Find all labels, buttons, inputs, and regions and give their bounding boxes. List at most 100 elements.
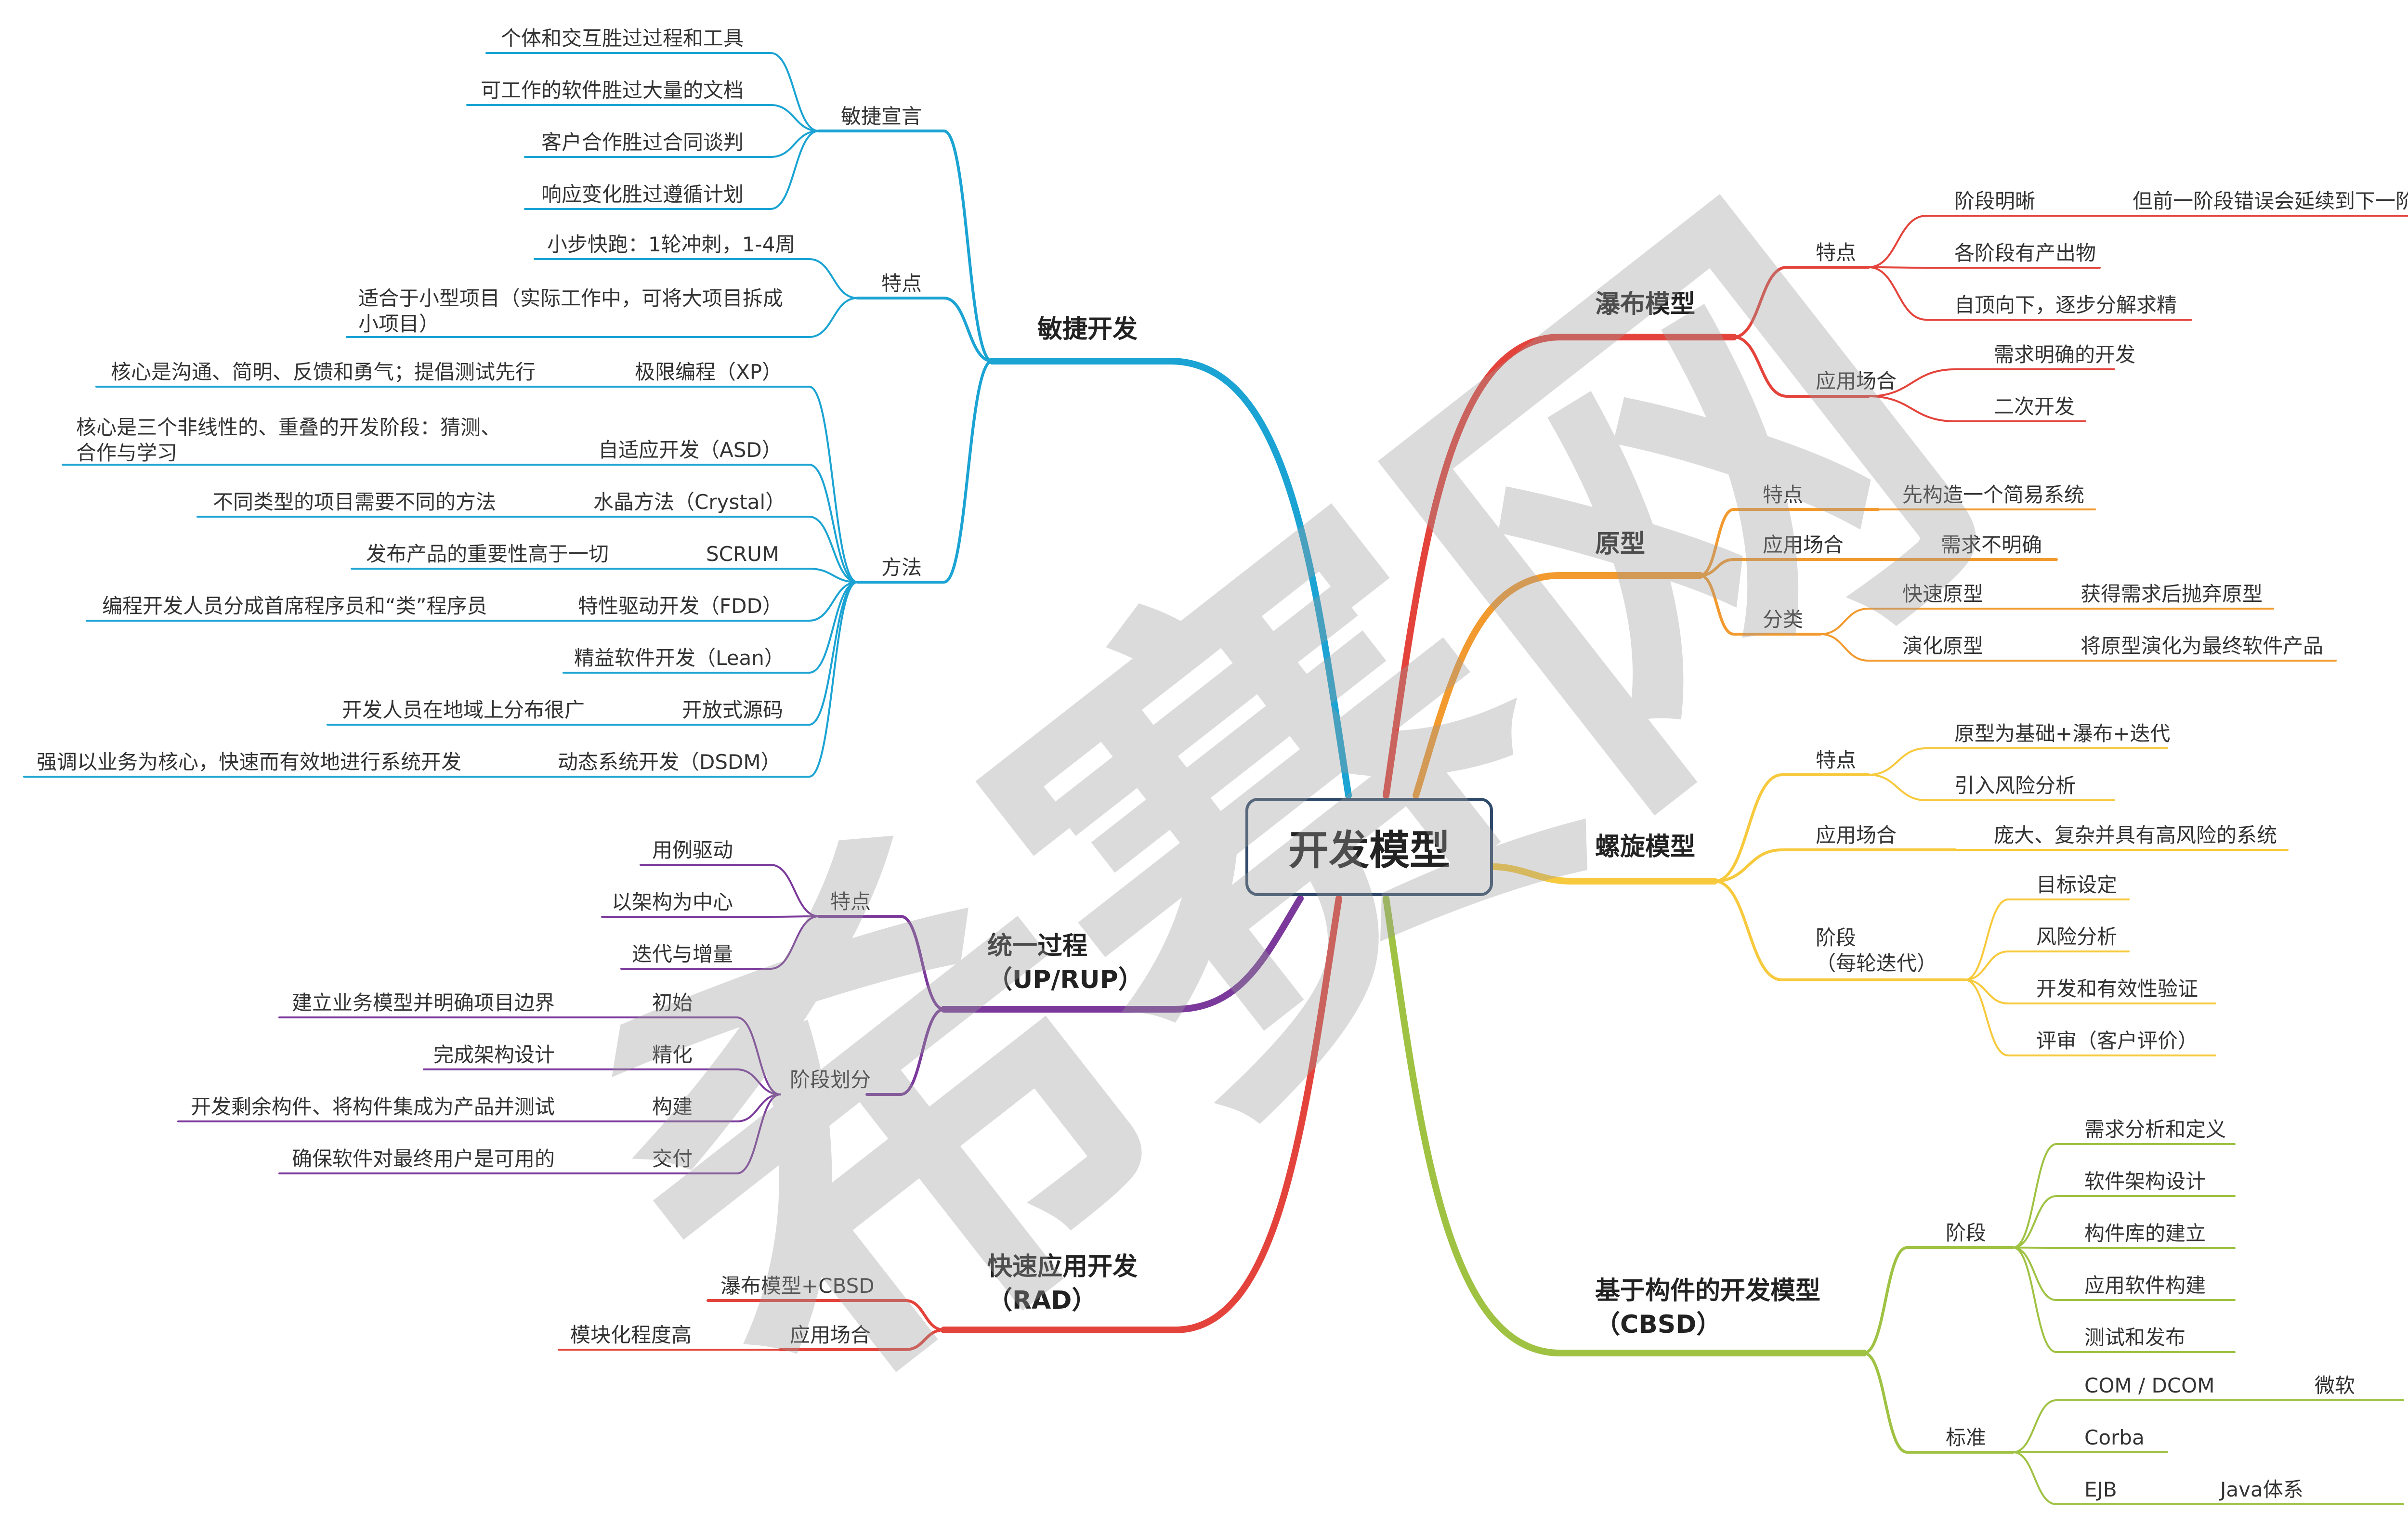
agile-method-fdd-desc[interactable]: 编程开发人员分成首席程序员和“类”程序员 [102,596,487,616]
agile-title[interactable]: 敏捷开发 [1037,317,1138,342]
prototype-app-1[interactable]: 需求不明确 [1941,535,2042,555]
rup-phase-2[interactable]: 精化 [652,1045,693,1065]
link-spiral [1493,867,1714,881]
link-sp-f1 [1869,748,2167,775]
agile-method-dsdm-desc[interactable]: 强调以业务为核心，快速而有效地进行系统开发 [37,752,461,772]
cbsd-stage-5[interactable]: 测试和发布 [2084,1328,2186,1348]
spiral-feature-1[interactable]: 原型为基础+瀑布+迭代 [1954,724,2170,744]
cbsd-stage-2[interactable]: 软件架构设计 [2084,1172,2206,1192]
agile-manifesto[interactable]: 敏捷宣言 [841,106,922,127]
waterfall-feature-1-note[interactable]: 但前一阶段错误会延续到下一阶段 [2133,191,2408,211]
link-wf-a1 [1869,369,2114,396]
rad-title[interactable]: 快速应用开发 （RAD） [987,1250,1138,1317]
prototype-apps[interactable]: 应用场合 [1763,535,1844,555]
rup-phase-3[interactable]: 构建 [652,1097,693,1117]
root-node[interactable]: 开发模型 [1245,798,1493,896]
cbsd-standard-1[interactable]: COM / DCOM [2084,1376,2214,1396]
prototype-kind-1-note[interactable]: 获得需求后抛弃原型 [2081,584,2263,604]
agile-method-asd-desc[interactable]: 核心是三个非线性的、重叠的开发阶段：猜测、 合作与学习 [76,415,501,466]
link-rup-features [819,916,944,1009]
agile-manifesto-3[interactable]: 客户合作胜过合同谈判 [541,132,744,153]
cbsd-standard-2[interactable]: Corba [2084,1428,2145,1448]
agile-method-scrum[interactable]: SCRUM [706,544,779,564]
spiral-feature-2[interactable]: 引入风险分析 [1954,776,2076,796]
cbsd-standard-1-note[interactable]: 微软 [2315,1376,2355,1396]
rup-phase-2-desc[interactable]: 完成架构设计 [433,1045,555,1065]
waterfall-feature-3[interactable]: 自顶向下，逐步分解求精 [1954,295,2177,315]
agile-manifesto-2[interactable]: 可工作的软件胜过大量的文档 [481,80,744,101]
waterfall-apps[interactable]: 应用场合 [1816,371,1897,391]
spiral-stage-3[interactable]: 开发和有效性验证 [2036,979,2198,999]
link-pt-k1 [1820,609,2042,634]
rup-phase-4-desc[interactable]: 确保软件对最终用户是可用的 [292,1149,555,1169]
prototype-kind-1[interactable]: 快速原型 [1902,584,1983,604]
rad-apps[interactable]: 应用场合 [790,1325,871,1345]
agile-method-asd[interactable]: 自适应开发（ASD） [598,440,782,460]
cbsd-standard-3[interactable]: EJB [2084,1480,2117,1500]
agile-method-crystal[interactable]: 水晶方法（Crystal） [593,492,785,512]
rup-feature-2[interactable]: 以架构为中心 [612,892,733,912]
spiral-apps[interactable]: 应用场合 [1816,825,1897,846]
prototype-kinds[interactable]: 分类 [1763,610,1803,630]
spiral-app-1[interactable]: 庞大、复杂并具有高风险的系统 [1994,825,2277,846]
cbsd-stage-1[interactable]: 需求分析和定义 [2084,1119,2226,1140]
agile-manifesto-4[interactable]: 响应变化胜过遵循计划 [541,184,744,205]
prototype-title[interactable]: 原型 [1595,532,1645,557]
waterfall-title[interactable]: 瀑布模型 [1595,292,1695,317]
spiral-stage-4[interactable]: 评审（客户评价） [2036,1031,2198,1051]
rup-feature-1[interactable]: 用例驱动 [652,840,733,860]
agile-method-xp[interactable]: 极限编程（XP） [635,362,782,382]
waterfall-app-1[interactable]: 需求明确的开发 [1994,345,2135,365]
cbsd-standards[interactable]: 标准 [1946,1428,1986,1448]
spiral-stage-2[interactable]: 风险分析 [2036,927,2117,947]
agile-method-fdd[interactable]: 特性驱动开发（FDD） [578,596,783,616]
agile-feature-2[interactable]: 适合于小型项目（实际工作中，可将大项目拆成 小项目） [358,286,783,337]
spiral-title[interactable]: 螺旋模型 [1595,834,1695,859]
prototype-kind-2[interactable]: 演化原型 [1902,636,1983,656]
agile-method-scrum-desc[interactable]: 发布产品的重要性高于一切 [366,544,609,564]
waterfall-feature-2[interactable]: 各阶段有产出物 [1954,243,2096,263]
link-pt-apps [1700,560,2056,575]
prototype-features[interactable]: 特点 [1763,485,1803,505]
agile-method-lean[interactable]: 精益软件开发（Lean） [574,648,785,668]
agile-features[interactable]: 特点 [881,273,922,294]
link-sp-apps [1714,850,1955,881]
link-wf-features [1734,267,1869,337]
prototype-kind-2-note[interactable]: 将原型演化为最终软件产品 [2081,636,2323,656]
rad-item-1[interactable]: 瀑布模型+CBSD [720,1276,875,1296]
rup-features[interactable]: 特点 [830,892,871,912]
agile-method-xp-desc[interactable]: 核心是沟通、简明、反馈和勇气；提倡测试先行 [111,362,536,382]
spiral-stage-1[interactable]: 目标设定 [2036,875,2117,895]
waterfall-feature-1[interactable]: 阶段明晰 [1954,191,2035,211]
agile-method-dsdm[interactable]: 动态系统开发（DSDM） [558,752,781,772]
cbsd-title[interactable]: 基于构件的开发模型 （CBSD） [1595,1274,1820,1341]
agile-feature-1[interactable]: 小步快跑：1轮冲刺，1-4周 [547,234,795,255]
rad-app-1[interactable]: 模块化程度高 [570,1325,692,1345]
agile-method-oss[interactable]: 开放式源码 [682,700,783,720]
cbsd-stage-3[interactable]: 构件库的建立 [2084,1224,2206,1244]
rup-phase-1[interactable]: 初始 [652,993,693,1013]
rup-title[interactable]: 统一过程 （UP/RUP） [987,929,1143,997]
agile-method-crystal-desc[interactable]: 不同类型的项目需要不同的方法 [213,492,496,512]
agile-manifesto-1[interactable]: 个体和交互胜过过程和工具 [501,28,744,49]
rup-phase-3-desc[interactable]: 开发剩余构件、将构件集成为产品并测试 [191,1097,555,1117]
link-cb-standards [1864,1353,2013,1452]
cbsd-stages[interactable]: 阶段 [1946,1223,1986,1243]
prototype-feature-1[interactable]: 先构造一个简易系统 [1902,485,2084,505]
rup-phase-1-desc[interactable]: 建立业务模型并明确项目边界 [292,993,555,1013]
rup-feature-3[interactable]: 迭代与增量 [632,944,733,964]
rup-phase-4[interactable]: 交付 [652,1149,693,1169]
spiral-stages[interactable]: 阶段 （每轮迭代） [1816,925,1937,976]
cbsd-stage-4[interactable]: 应用软件构建 [2084,1276,2206,1296]
cbsd-standard-3-note[interactable]: Java体系 [2220,1480,2303,1500]
waterfall-features[interactable]: 特点 [1816,243,1856,263]
link-rup-p2 [641,1069,780,1094]
agile-method-oss-desc[interactable]: 开发人员在地域上分布很广 [342,700,585,720]
link-ag-features [857,298,992,361]
spiral-features[interactable]: 特点 [1816,750,1856,770]
agile-methods[interactable]: 方法 [881,558,922,578]
link-ag-method-4 [694,569,857,582]
rup-phases[interactable]: 阶段划分 [790,1070,871,1090]
waterfall-app-2[interactable]: 二次开发 [1994,397,2075,417]
